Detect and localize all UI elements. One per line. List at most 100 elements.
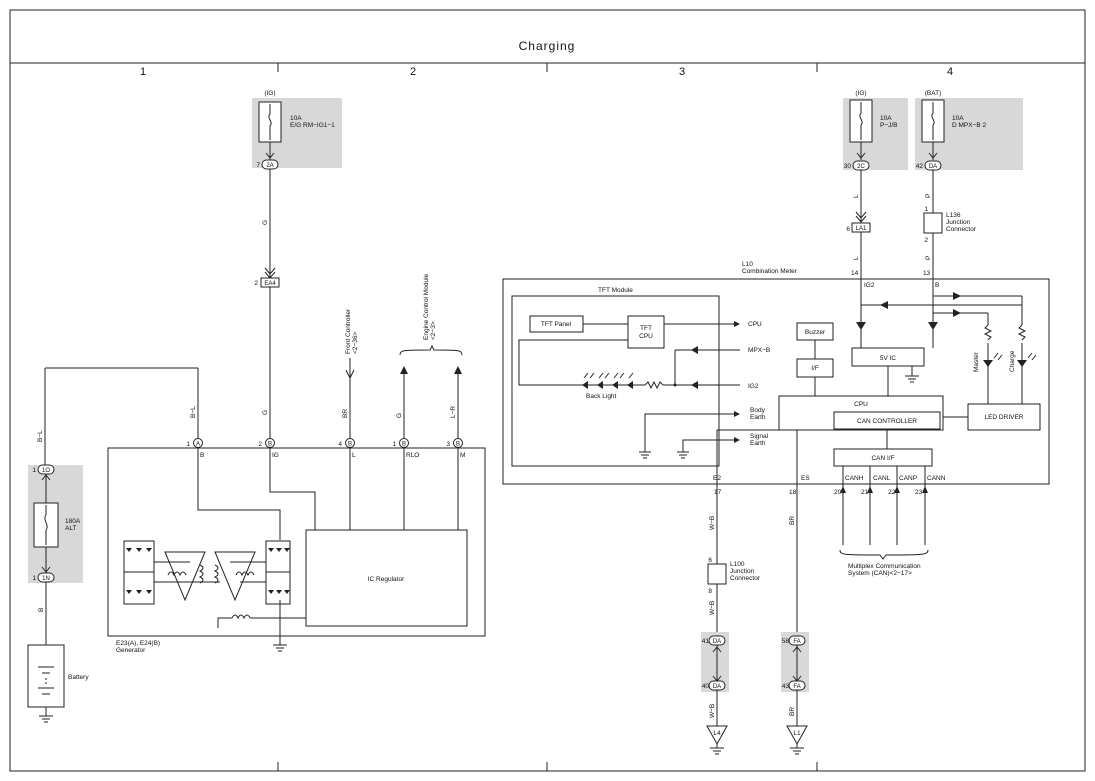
svg-text:1N: 1N [42,576,50,582]
svg-text:Buzzer: Buzzer [805,329,826,336]
zone-4: 4 [947,66,953,78]
svg-text:BR: BR [789,516,796,525]
fuse-p-jb: (IG) 10A P−J/B 30 2C [843,90,908,171]
svg-text:18: 18 [789,489,797,496]
svg-text:Junction: Junction [730,568,755,575]
svg-text:CPU: CPU [854,401,868,408]
svg-text:W−B: W−B [709,601,716,615]
svg-text:B: B [935,282,939,289]
svg-text:W−B: W−B [709,704,716,718]
connector-l136: 1 2 L136 Junction Connector [923,206,977,244]
connector-da: 41 DA 40 DA [701,632,729,692]
svg-text:41: 41 [702,638,710,645]
svg-text:Junction: Junction [946,219,971,226]
svg-text:2: 2 [254,280,258,287]
svg-text:42: 42 [916,163,924,170]
svg-text:BR: BR [342,409,349,418]
svg-text:Multiplex Communication: Multiplex Communication [848,563,921,570]
svg-text:5V IC: 5V IC [880,355,897,362]
svg-text:TFT Module: TFT Module [598,287,633,294]
ic-regulator: IC Regulator [368,576,405,583]
svg-text:P: P [925,194,932,198]
svg-text:30: 30 [844,163,852,170]
ground-icon [39,715,53,723]
svg-text:ES: ES [801,475,810,482]
svg-text:L136: L136 [946,212,961,219]
svg-text:10A: 10A [290,115,302,122]
svg-text:B: B [402,442,406,448]
svg-text:Earth: Earth [750,440,766,447]
svg-text:CANH: CANH [845,475,864,482]
svg-text:6: 6 [708,557,712,564]
svg-text:IG: IG [272,452,279,459]
svg-text:EA4: EA4 [264,281,276,287]
svg-text:CAN CONTROLLER: CAN CONTROLLER [857,418,917,425]
svg-text:L: L [352,452,356,459]
connector-fa: 58 FA 43 FA [781,632,809,692]
svg-text:CANN: CANN [927,475,946,482]
svg-text:A: A [196,442,200,448]
svg-text:2: 2 [924,237,928,244]
svg-text:P−J/B: P−J/B [880,122,898,129]
svg-text:3: 3 [446,441,450,448]
svg-text:2A: 2A [266,163,273,169]
svg-text:B: B [348,442,352,448]
svg-text:4: 4 [338,441,342,448]
svg-text:1O: 1O [42,468,50,474]
zone-2: 2 [410,66,416,78]
svg-text:23: 23 [915,489,923,496]
svg-text:RLO: RLO [406,452,419,459]
svg-text:CPU: CPU [748,321,762,328]
svg-text:BR: BR [789,707,796,716]
ground-l1: L1 [786,725,808,755]
svg-text:ALT: ALT [65,525,76,532]
svg-text:1: 1 [32,575,36,582]
svg-text:E23(A), E24(B): E23(A), E24(B) [116,640,160,647]
svg-text:Signal: Signal [750,433,769,440]
svg-text:Back Light: Back Light [586,393,617,400]
svg-text:22: 22 [888,489,896,496]
fuse-alt: 1 1O 180A ALT 1 1N [28,464,83,583]
svg-text:L1: L1 [793,730,801,737]
svg-text:G: G [262,220,269,225]
svg-text:(IG): (IG) [264,90,275,97]
svg-text:B−L: B−L [190,406,197,418]
svg-text:IG2: IG2 [864,282,875,289]
connector-ea4: 2 EA4 [254,267,280,288]
svg-text:System (CAN)<2−17>: System (CAN)<2−17> [848,570,912,577]
svg-text:TFT: TFT [640,325,652,332]
svg-text:L: L [853,256,860,260]
zone-1: 1 [140,66,146,78]
svg-text:I/F: I/F [811,365,819,372]
svg-text:L10: L10 [742,261,753,268]
svg-text:L100: L100 [730,561,745,568]
tft-module [511,295,720,467]
svg-text:43: 43 [782,683,790,690]
svg-text:40: 40 [702,683,710,690]
svg-text:1: 1 [924,206,928,213]
svg-text:6: 6 [846,226,850,233]
svg-text:Connector: Connector [730,575,761,582]
svg-text:CANL: CANL [873,475,891,482]
svg-text:Body: Body [750,407,766,414]
svg-text:2C: 2C [857,164,865,170]
svg-text:P: P [925,256,932,260]
svg-text:1: 1 [392,441,396,448]
svg-text:14: 14 [851,270,859,277]
svg-text:L−R: L−R [450,406,457,418]
svg-text:<2−36>: <2−36> [352,332,359,354]
battery: Battery [27,644,89,708]
svg-text:FA: FA [793,684,800,690]
diagram-title: Charging [519,39,576,53]
combination-meter: L10 Combination Meter 14 13 IG2 B TFT Mo… [502,261,1050,485]
can-bus-lines: 20 21 22 23 Multiplex Communication Syst… [834,484,929,577]
svg-text:Battery: Battery [68,674,89,681]
svg-text:B: B [456,442,460,448]
ecm-label: Engine Control Module [423,273,430,340]
svg-text:W−B: W−B [709,516,716,530]
svg-text:DA: DA [713,684,721,690]
front-controller-label: Front Controller [345,308,352,354]
connector-l100: 6 8 L100 Junction Connector [707,557,761,595]
svg-text:TFT Panel: TFT Panel [541,321,572,328]
connector-la1: 6 LA1 [846,211,871,233]
